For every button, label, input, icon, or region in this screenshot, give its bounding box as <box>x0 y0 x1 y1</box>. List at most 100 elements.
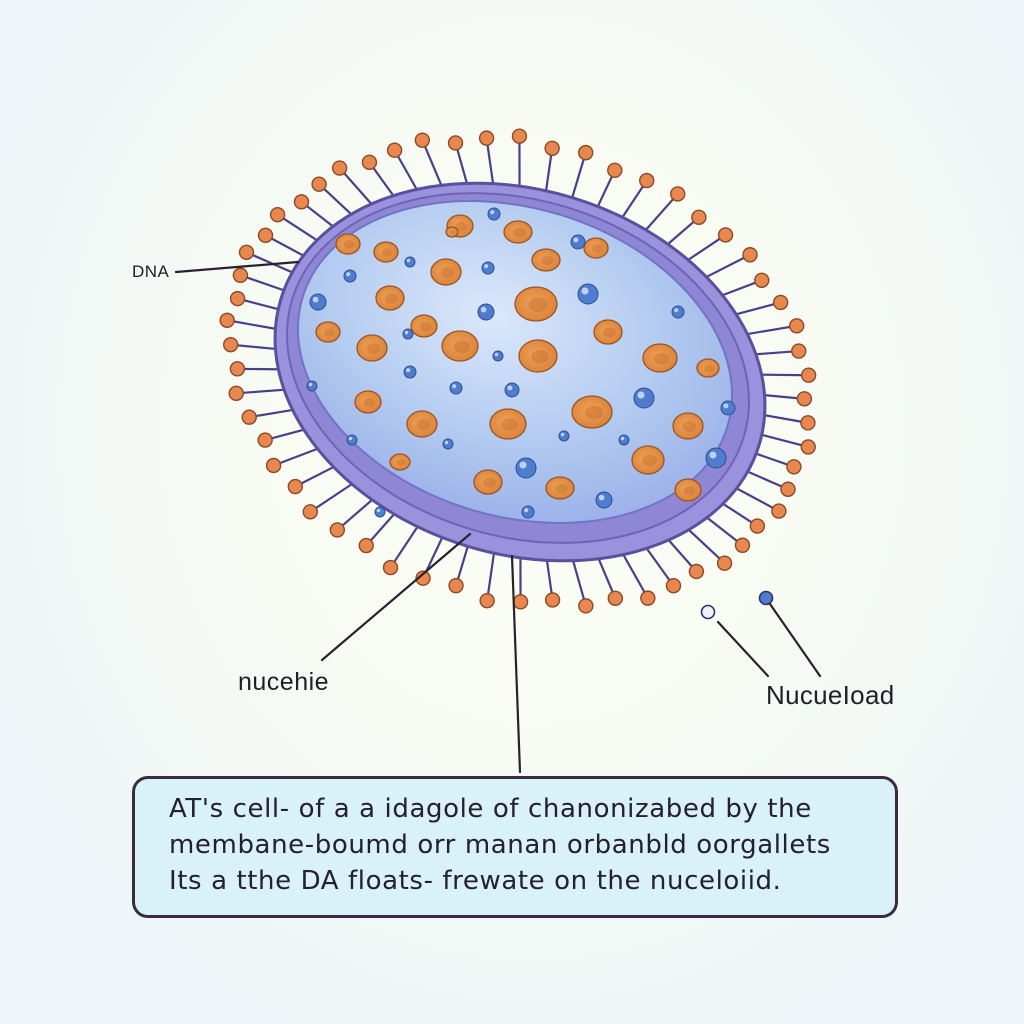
leader-line-nucehie <box>320 532 472 662</box>
organelle-core <box>381 248 393 257</box>
spike-head <box>544 592 561 608</box>
spike-stalk <box>750 349 800 356</box>
vesicle-highlight <box>406 258 411 263</box>
vesicle-highlight <box>519 461 527 469</box>
spike-head <box>219 312 235 328</box>
spike-head <box>691 209 707 226</box>
vesicle-highlight <box>507 385 513 391</box>
leader-line-nucueload-1 <box>716 620 770 678</box>
vesicle-highlight <box>674 308 679 313</box>
leader-line-nucueload-2 <box>768 602 822 678</box>
spike-head <box>742 247 758 263</box>
vesicle-highlight <box>598 494 605 501</box>
vesicle-blue <box>449 381 463 395</box>
spike-head <box>229 290 246 307</box>
spike-stalk <box>742 468 790 491</box>
spike-head <box>640 590 656 606</box>
spike-head <box>257 227 274 243</box>
spike-stalk <box>235 388 290 395</box>
organelle-core <box>682 421 697 433</box>
vesicle-blue <box>705 447 727 469</box>
spike-head <box>447 135 464 151</box>
spike-head <box>544 140 560 156</box>
spike-stalk <box>338 166 376 209</box>
spike-stalk <box>756 373 810 377</box>
spike-stalk <box>684 525 726 565</box>
spike-head <box>796 391 813 407</box>
vesicle-highlight <box>312 296 319 303</box>
vesicle-blue <box>558 430 570 442</box>
leader-lines <box>174 260 822 774</box>
spike-head <box>232 267 249 283</box>
vesicle-blue <box>504 382 520 398</box>
vesicle-blue <box>481 261 495 275</box>
vesicle-highlight <box>524 508 529 513</box>
vesicle-highlight <box>573 237 579 243</box>
vesicle-highlight <box>723 403 729 409</box>
spike-head <box>791 343 807 359</box>
vesicle-highlight <box>480 306 487 313</box>
organelle-core <box>591 244 603 253</box>
vesicle-blue <box>402 328 414 340</box>
vesicle-highlight <box>560 432 565 437</box>
spike-stalk <box>272 446 323 467</box>
spike-stalk <box>336 496 377 532</box>
vesicle-highlight <box>444 440 449 445</box>
vesicle-highlight <box>404 330 409 335</box>
vesicle-blue <box>671 305 685 319</box>
caption-line-1: AT's cell- of a a idagole of chanonizabe… <box>169 794 812 824</box>
spike-stalk <box>393 149 420 194</box>
spike-head <box>414 132 431 148</box>
vesicle-blue <box>404 256 416 268</box>
vesicle-highlight <box>581 287 589 295</box>
spike-stalk <box>742 324 798 336</box>
spike-stalk <box>701 253 752 280</box>
spike-head <box>265 457 282 474</box>
spike-head <box>688 563 705 580</box>
spike-stalk <box>759 413 810 424</box>
spike-stalk <box>486 548 496 602</box>
spike-head <box>670 186 686 202</box>
organelle-core <box>440 267 455 279</box>
organelle-core <box>455 221 468 232</box>
organelle-core <box>541 255 554 266</box>
label-dna: DNA <box>132 262 170 281</box>
spike-stalk <box>239 274 289 293</box>
spike-head <box>512 594 529 610</box>
spike-stalk <box>620 550 649 600</box>
spike-head <box>382 559 399 576</box>
spike-head <box>386 142 403 158</box>
organelle-core <box>603 327 616 338</box>
vesicle-highlight <box>709 451 717 459</box>
vesicle-blue <box>346 434 358 446</box>
spike-head <box>302 504 318 520</box>
organelle-core <box>585 406 603 420</box>
spike-stalk <box>731 301 782 317</box>
organelle-core <box>683 485 696 496</box>
vesicle-highlight <box>490 210 495 215</box>
vesicle-blue <box>577 283 599 305</box>
free-vesicle <box>700 604 716 620</box>
vesicle-highlight <box>376 508 381 513</box>
spike-head <box>448 577 464 594</box>
spike-stalk <box>276 213 322 244</box>
vesicle-blue <box>515 457 537 479</box>
spike-stalk <box>544 147 554 196</box>
organelle-core <box>513 227 526 238</box>
spike-head <box>772 294 789 311</box>
spike-head <box>749 518 766 534</box>
spike-head <box>229 361 246 377</box>
spike-stalk <box>619 179 648 222</box>
spike-stalk <box>226 319 281 331</box>
organelle-core <box>704 364 715 373</box>
spike-stalk <box>642 192 679 234</box>
spike-stalk <box>309 480 357 513</box>
spike-head <box>771 503 787 519</box>
organelle-core <box>501 418 518 432</box>
vesicle-highlight <box>308 382 313 387</box>
spike-stalk <box>731 485 780 513</box>
leader-line-center <box>510 554 522 774</box>
organelle-core <box>483 477 496 488</box>
spike-head <box>331 160 348 176</box>
